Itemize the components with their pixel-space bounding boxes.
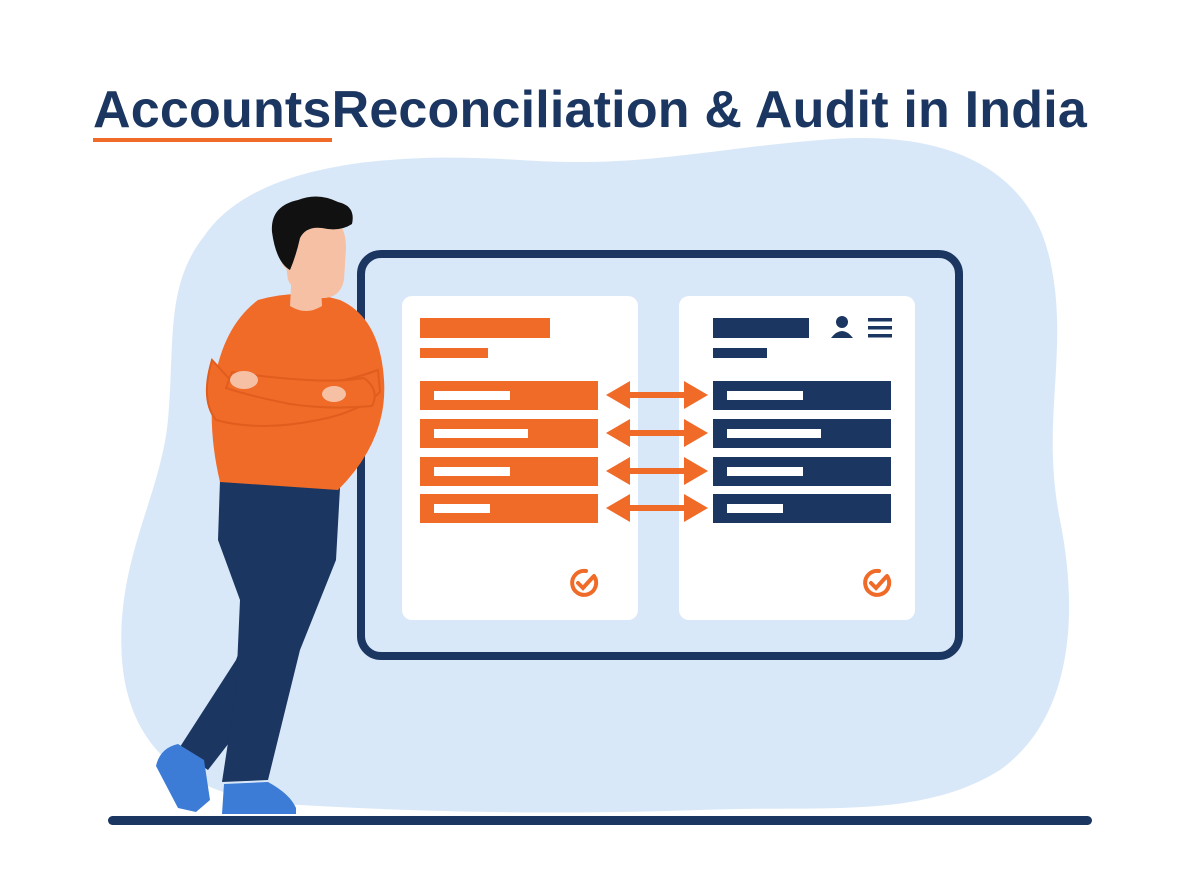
double-arrow-icon — [606, 494, 708, 522]
right-panel-rows — [713, 381, 891, 523]
menu-icon — [868, 318, 892, 338]
left-panel-rows — [420, 381, 598, 523]
left-panel-subtitle-bar — [420, 348, 488, 358]
person-hair — [271, 196, 353, 270]
right-panel-subtitle-bar — [713, 348, 767, 358]
check-circle-icon — [863, 568, 892, 597]
double-arrow-icon — [606, 381, 708, 409]
page-title: Accounts Reconciliation & Audit in India — [0, 78, 1180, 142]
person-hand-right — [322, 386, 346, 402]
left-panel-title-bar — [420, 318, 550, 338]
title-rest-text: Reconciliation & Audit in India — [331, 81, 1087, 139]
double-arrow-icon — [606, 419, 708, 447]
person-shoe-back — [156, 744, 210, 812]
right-panel-title-bar — [713, 318, 809, 338]
left-panel — [402, 296, 638, 620]
double-arrow-icons — [606, 381, 708, 522]
person-leg-front — [218, 480, 340, 782]
ground-line — [108, 816, 1092, 825]
double-arrow-icon — [606, 457, 708, 485]
check-circle-icon — [570, 568, 599, 597]
person-shoe-front — [222, 782, 296, 814]
title-accent-text: Accounts — [93, 78, 332, 142]
right-panel — [679, 296, 915, 620]
person-hand-left — [230, 371, 258, 389]
person-figure — [156, 196, 385, 814]
user-icon — [831, 316, 853, 338]
